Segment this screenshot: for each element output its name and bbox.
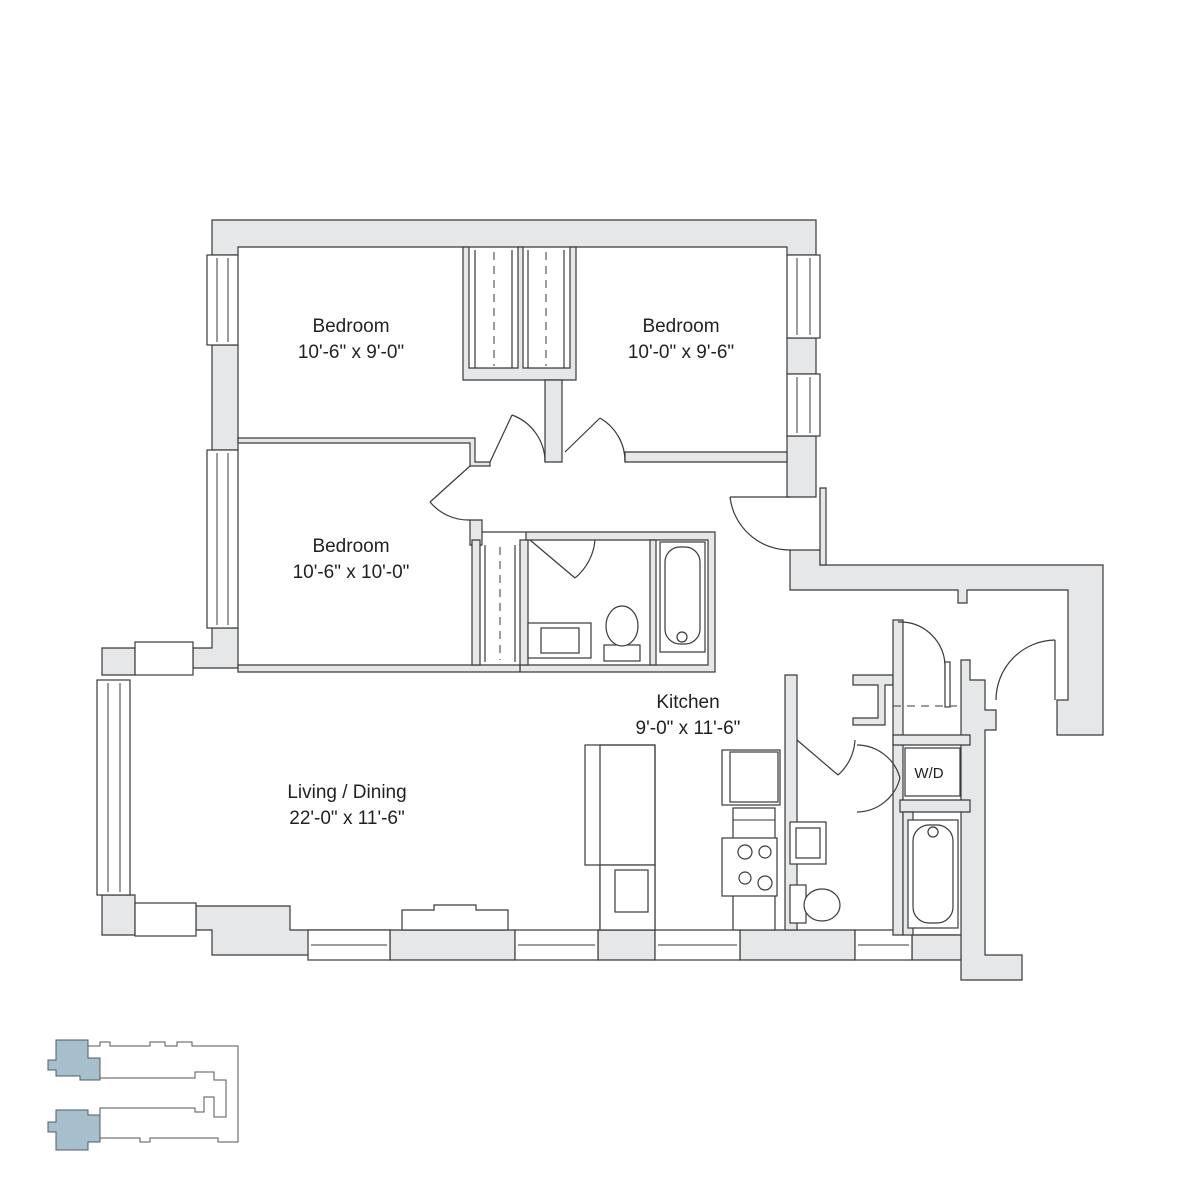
bath-2-fixtures <box>789 747 961 929</box>
bath-1-fixtures <box>527 541 706 662</box>
room-labels: Bedroom 10'-6" x 9'-0" Bedroom 10'-0" x … <box>287 316 943 829</box>
bedroom-3-size: 10'-6" x 10'-0" <box>293 562 410 583</box>
washer-dryer-label: W/D <box>914 765 943 782</box>
living-size: 22'-0" x 11'-6" <box>289 808 404 829</box>
kitchen-fixtures <box>584 744 781 931</box>
key-plan <box>47 1039 239 1151</box>
bedroom-2-size: 10'-0" x 9'-6" <box>628 342 734 363</box>
kitchen-name: Kitchen <box>656 692 719 713</box>
doors <box>429 414 1056 813</box>
living-name: Living / Dining <box>287 782 406 803</box>
bedroom-3-name: Bedroom <box>312 536 389 557</box>
interior-walls <box>237 246 971 936</box>
closet-rods <box>474 250 963 707</box>
key-plan-unit-upper <box>47 1039 101 1081</box>
key-plan-unit-lower <box>47 1109 101 1151</box>
bedroom-1-size: 10'-6" x 9'-0" <box>298 342 404 363</box>
windows <box>96 254 913 961</box>
kitchen-size: 9'-0" x 11'-6" <box>636 718 741 739</box>
bedroom-2-name: Bedroom <box>642 316 719 337</box>
bedroom-1-name: Bedroom <box>312 316 389 337</box>
walls <box>101 219 1104 981</box>
